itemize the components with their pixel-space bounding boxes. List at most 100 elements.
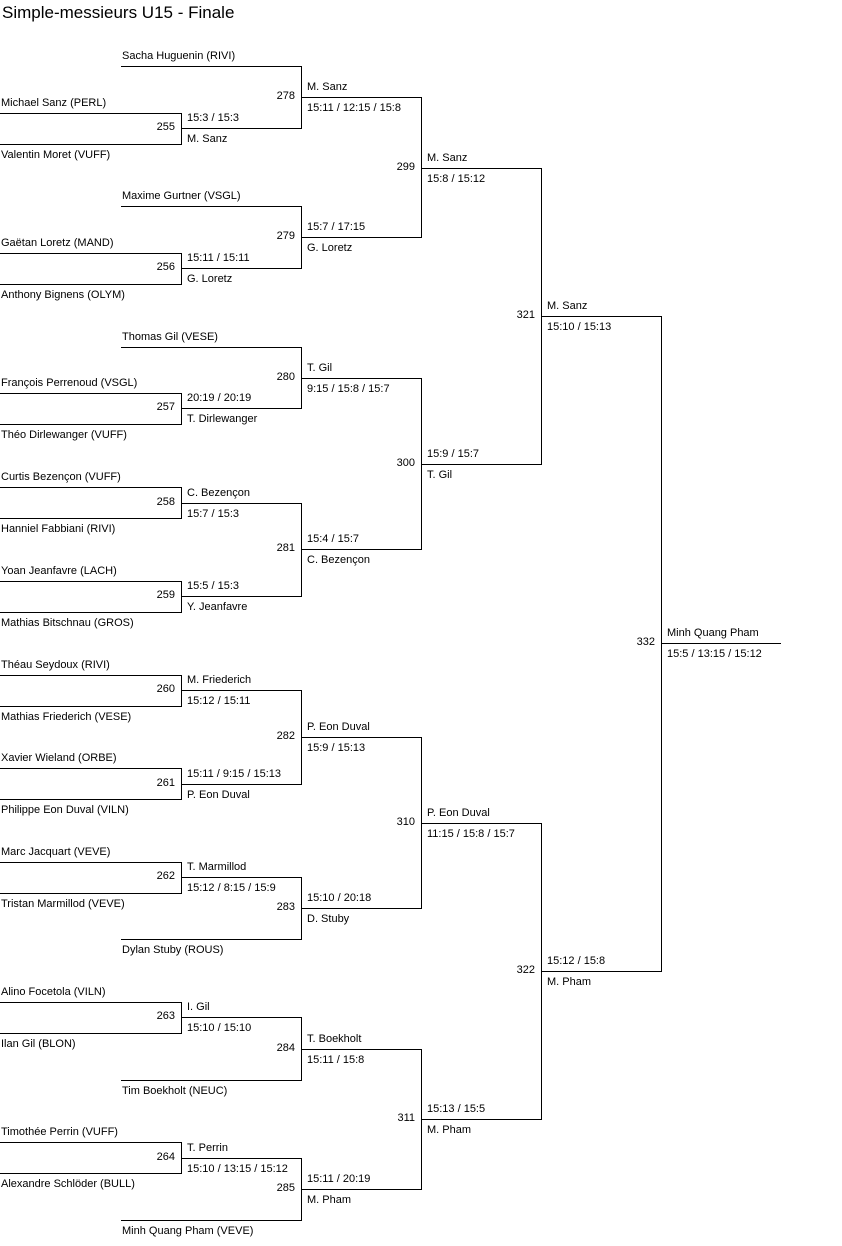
- entrant-line: [0, 253, 181, 254]
- entrant-name: Timothée Perrin (VUFF): [1, 1126, 118, 1138]
- entrant-name: Philippe Eon Duval (VILN): [1, 804, 129, 816]
- match-label-below: 15:12 / 8:15 / 15:9: [187, 882, 276, 894]
- match-label-above: C. Bezençon: [187, 487, 250, 499]
- match-connector: [181, 113, 182, 145]
- entrant-name: Théau Seydoux (RIVI): [1, 659, 110, 671]
- match-result-line: [301, 237, 421, 238]
- match-number: 256: [156, 261, 175, 273]
- entrant-line: [0, 799, 181, 800]
- match-result-line: [301, 737, 421, 738]
- entrant-line: [0, 284, 181, 285]
- entrant-name: Dylan Stuby (ROUS): [122, 944, 224, 956]
- match-connector: [181, 1002, 182, 1034]
- entrant-line: [0, 893, 181, 894]
- entrant-line: [0, 612, 181, 613]
- entrant-line: [0, 113, 181, 114]
- match-result-line: [541, 971, 661, 972]
- match-number: 332: [636, 636, 655, 648]
- entrant-name: Tim Boekholt (NEUC): [122, 1085, 228, 1097]
- match-label-below: P. Eon Duval: [187, 789, 250, 801]
- match-number: 311: [397, 1112, 415, 1124]
- entrant-line: [0, 1142, 181, 1143]
- match-label-below: 15:5 / 13:15 / 15:12: [667, 648, 762, 660]
- entrant-name: Hanniel Fabbiani (RIVI): [1, 523, 116, 535]
- entrant-name: Michael Sanz (PERL): [1, 97, 107, 109]
- match-label-below: 15:9 / 15:13: [307, 742, 366, 754]
- match-label-above: 15:11 / 20:19: [307, 1173, 371, 1185]
- match-result-line: [661, 643, 781, 644]
- match-label-above: P. Eon Duval: [427, 807, 490, 819]
- entrant-line: [0, 487, 181, 488]
- match-number: 257: [156, 401, 175, 413]
- match-number: 285: [276, 1182, 295, 1194]
- match-result-line: [421, 464, 541, 465]
- match-number: 262: [156, 870, 175, 882]
- match-connector: [181, 862, 182, 894]
- match-label-below: 15:12 / 15:11: [187, 695, 251, 707]
- match-number: 321: [516, 309, 535, 321]
- match-label-below: M. Pham: [427, 1124, 472, 1136]
- entrant-name: Théo Dirlewanger (VUFF): [1, 429, 127, 441]
- match-label-below: M. Pham: [307, 1194, 352, 1206]
- entrant-name: Sacha Huguenin (RIVI): [122, 50, 236, 62]
- match-label-below: 15:11 / 15:8: [307, 1054, 365, 1066]
- match-label-above: P. Eon Duval: [307, 721, 370, 733]
- match-result-line: [421, 1119, 541, 1120]
- match-number: 258: [156, 496, 175, 508]
- match-label-above: 15:10 / 20:18: [307, 892, 372, 904]
- entrant-line: [0, 768, 181, 769]
- match-result-line: [301, 1189, 421, 1190]
- match-connector: [661, 316, 662, 972]
- match-label-below: C. Bezençon: [307, 554, 370, 566]
- match-number: 284: [276, 1042, 295, 1054]
- entrant-line: [0, 1033, 181, 1034]
- entrant-name: François Perrenoud (VSGL): [1, 377, 138, 389]
- match-label-above: I. Gil: [187, 1001, 210, 1013]
- match-label-below: D. Stuby: [307, 913, 350, 925]
- match-label-below: T. Gil: [427, 469, 453, 481]
- match-number: 279: [276, 230, 295, 242]
- match-label-below: 15:8 / 15:12: [427, 173, 486, 185]
- match-label-above: 15:7 / 17:15: [307, 221, 366, 233]
- entrant-line: [0, 518, 181, 519]
- entrant-name: Anthony Bignens (OLYM): [1, 289, 125, 301]
- match-label-below: M. Pham: [547, 976, 592, 988]
- match-number: 260: [156, 683, 175, 695]
- match-number: 259: [156, 589, 175, 601]
- match-number: 283: [276, 901, 295, 913]
- match-result-line: [541, 316, 661, 317]
- match-label-above: Minh Quang Pham: [667, 627, 759, 639]
- match-number: 322: [516, 964, 535, 976]
- match-result-line: [181, 596, 301, 597]
- match-number: 261: [156, 777, 175, 789]
- match-connector: [181, 581, 182, 613]
- page-title: Simple-messieurs U15 - Finale: [2, 3, 235, 22]
- entrant-line: [121, 939, 301, 940]
- match-result-line: [301, 378, 421, 379]
- match-number: 255: [156, 121, 175, 133]
- entrant-name: Marc Jacquart (VEVE): [1, 846, 111, 858]
- match-label-above: 15:4 / 15:7: [307, 533, 359, 545]
- entrant-name: Yoan Jeanfavre (LACH): [1, 565, 117, 577]
- entrant-line: [0, 706, 181, 707]
- match-label-above: M. Sanz: [427, 152, 468, 164]
- entrant-line: [121, 206, 301, 207]
- match-result-line: [301, 97, 421, 98]
- match-number: 299: [396, 161, 415, 173]
- match-connector: [181, 675, 182, 707]
- match-label-above: 15:3 / 15:3: [187, 112, 239, 124]
- entrant-name: Mathias Friederich (VESE): [1, 711, 132, 723]
- match-number: 282: [276, 730, 295, 742]
- match-result-line: [421, 823, 541, 824]
- entrant-line: [0, 581, 181, 582]
- match-result-line: [181, 503, 301, 504]
- match-connector: [421, 97, 422, 238]
- match-label-below: Y. Jeanfavre: [187, 601, 248, 613]
- match-connector: [301, 503, 302, 597]
- match-result-line: [301, 1049, 421, 1050]
- match-label-above: 15:9 / 15:7: [427, 448, 479, 460]
- entrant-name: Alexandre Schlöder (BULL): [1, 1178, 135, 1190]
- match-label-above: 15:5 / 15:3: [187, 580, 239, 592]
- match-number: 300: [396, 457, 415, 469]
- match-label-below: 15:11 / 12:15 / 15:8: [307, 102, 401, 114]
